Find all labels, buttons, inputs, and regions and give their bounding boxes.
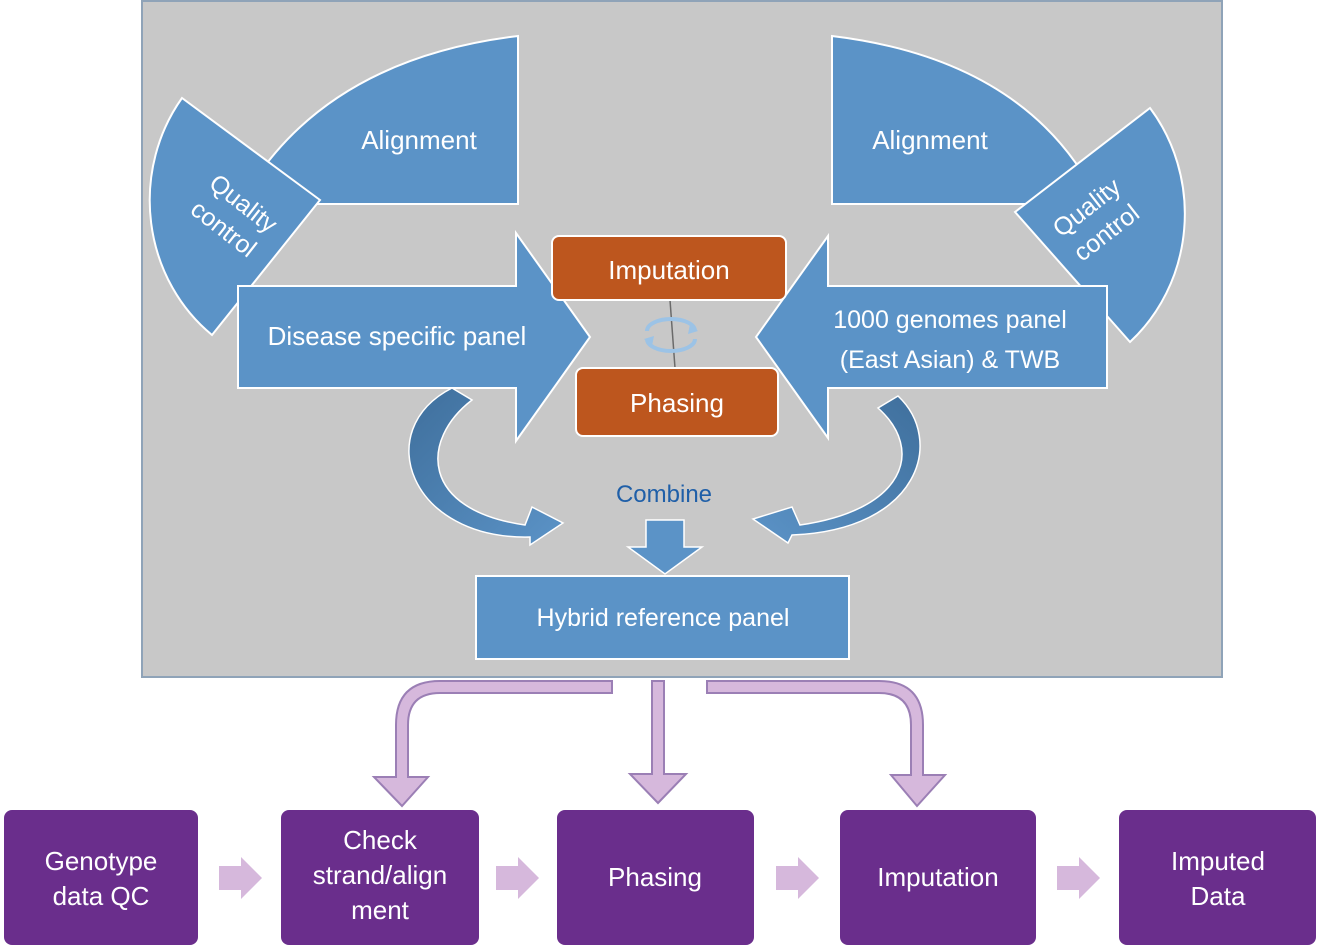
disease-specific-panel-arrow (237, 229, 592, 445)
phasing-box-label: Phasing (630, 388, 724, 418)
pipeline-step-genotype-qc-line2: data QC (53, 881, 150, 911)
imputation-phasing-connector (669, 299, 676, 369)
hybrid-reference-panel-label: Hybrid reference panel (537, 604, 790, 632)
left-quality-control-shape (148, 96, 322, 337)
pipeline-step-genotype-qc-line1: Genotype (45, 846, 158, 876)
imputation-box-label: Imputation (608, 255, 729, 285)
right-alignment-label: Alignment (872, 125, 988, 155)
pipeline-arrow-4 (1057, 857, 1100, 899)
pipeline-step-phasing-line1: Phasing (608, 862, 702, 892)
pipeline-step-imputed-data (1119, 810, 1316, 945)
branch-arrow-to-phasing (627, 680, 689, 805)
branch-arrow-to-imputation (706, 680, 948, 808)
pipeline-arrow-3 (776, 857, 819, 899)
pipeline-step-phasing (557, 810, 754, 945)
pipeline-step-genotype-qc (4, 810, 198, 945)
hybrid-reference-panel-box (475, 575, 850, 660)
pipeline-step-check-strand-line2: strand/align (313, 860, 447, 890)
cycle-icon (644, 317, 698, 353)
pipeline-step-imputed-data-line1: Imputed (1171, 846, 1265, 876)
disease-specific-panel-label: Disease specific panel (268, 321, 527, 351)
genomes-panel-arrow (754, 232, 1108, 442)
genomes-panel-label-line2: (East Asian) & TWB (840, 346, 1060, 374)
pipeline-step-imputation (840, 810, 1036, 945)
pipeline-arrow-1 (219, 857, 262, 899)
imputation-box (551, 235, 787, 301)
right-quality-control-shape (1013, 106, 1186, 344)
pipeline-step-imputation-line1: Imputation (877, 862, 998, 892)
left-curved-arrow (408, 387, 565, 547)
branching-arrows (371, 680, 948, 808)
pipeline-step-check-strand-line1: Check (343, 825, 418, 855)
left-alignment-label: Alignment (361, 125, 477, 155)
phasing-box (575, 367, 779, 437)
combine-label: Combine (616, 481, 712, 508)
pipeline-step-check-strand-line3: ment (351, 895, 410, 925)
branch-arrow-to-check-strand (371, 680, 613, 808)
pipeline-arrow-2 (496, 857, 539, 899)
pipeline-step-check-strand (281, 810, 479, 945)
pipeline-step-imputed-data-line2: Data (1191, 881, 1246, 911)
combine-down-arrow (625, 519, 705, 575)
genomes-panel-label-line1: 1000 genomes panel (833, 306, 1067, 334)
right-curved-arrow (751, 395, 921, 545)
